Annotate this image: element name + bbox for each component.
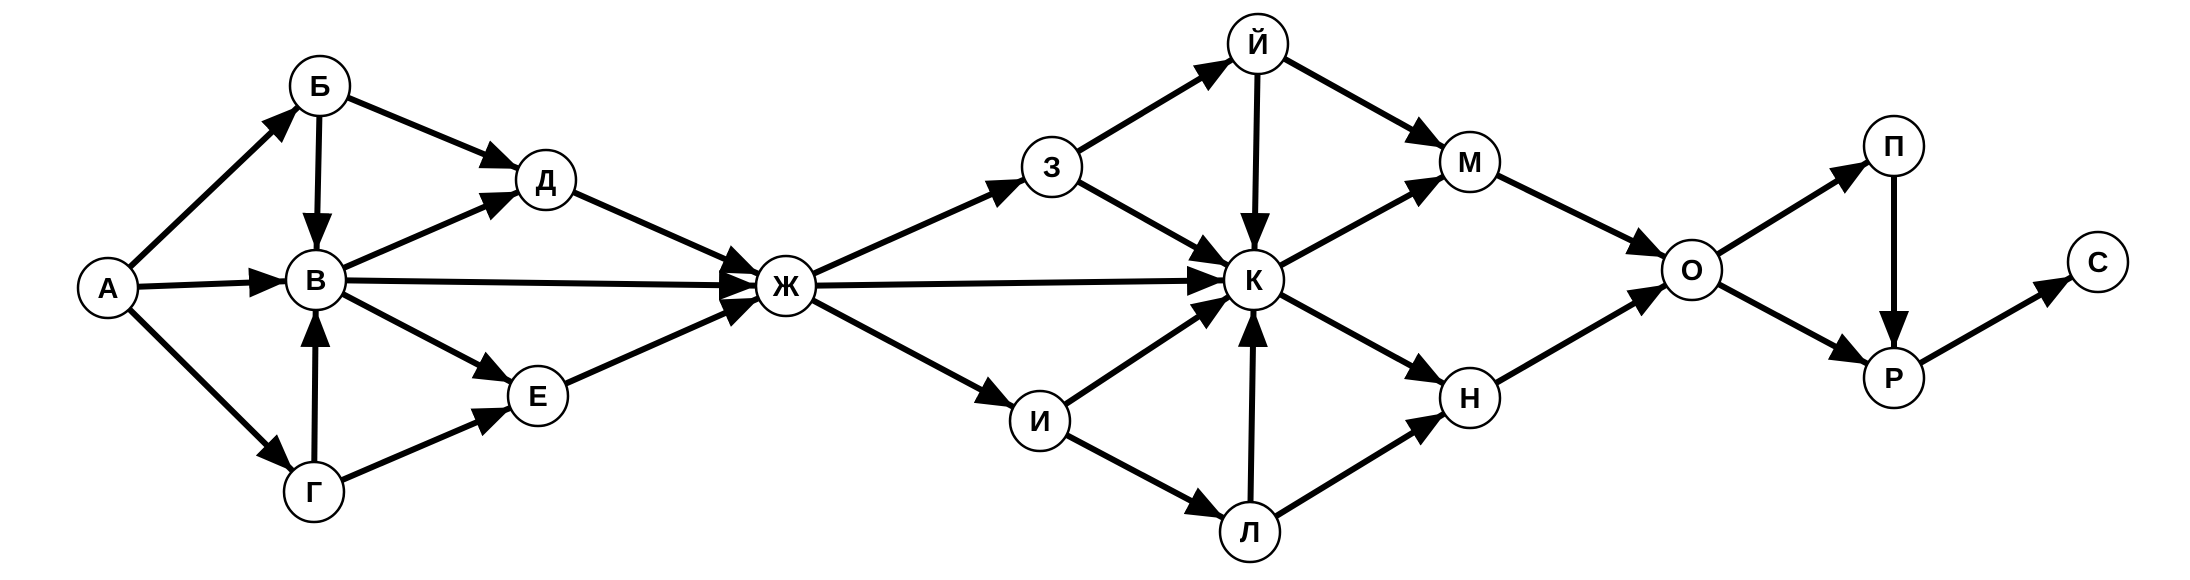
node-r: Р <box>1862 346 1926 410</box>
node-label: Г <box>306 477 322 509</box>
node-label: Д <box>536 165 557 197</box>
edge-i-to-k-arrow <box>1063 294 1230 408</box>
node-circle <box>1438 130 1502 194</box>
edge-z-to-j-arrow <box>1076 57 1234 155</box>
node-label: З <box>1043 152 1061 184</box>
node-circle <box>1222 248 1286 312</box>
edge-g-to-e-arrow <box>340 405 512 483</box>
node-circle <box>284 248 348 312</box>
node-m: М <box>1438 130 1502 194</box>
edge-b-to-d-arrow <box>346 94 520 171</box>
node-j: Й <box>1226 12 1290 76</box>
edge-a-to-g-arrow <box>127 306 295 473</box>
node-label: И <box>1030 406 1051 438</box>
node-z: З <box>1020 135 1084 199</box>
node-circle <box>282 460 346 524</box>
edge-o-to-r-arrow <box>1717 281 1869 367</box>
edge-v-to-zh-arrow <box>345 270 757 301</box>
edge-b-to-v-arrow <box>302 115 333 251</box>
node-k: К <box>1222 248 1286 312</box>
edge-zh-to-i-arrow <box>811 297 1015 410</box>
node-label: Й <box>1248 27 1269 61</box>
edge-i-to-l-arrow <box>1065 432 1225 521</box>
node-circle <box>2066 230 2130 294</box>
node-s: С <box>2066 230 2130 294</box>
edge-j-to-k-arrow <box>1240 73 1271 251</box>
node-e: Е <box>506 364 570 428</box>
edge-o-to-p-arrow <box>1716 159 1870 257</box>
edge-e-to-zh-arrow <box>564 295 760 387</box>
node-zh: Ж <box>754 254 818 318</box>
node-circle <box>1862 114 1926 178</box>
node-circle <box>1438 366 1502 430</box>
node-a: А <box>76 256 140 320</box>
edge-d-to-zh-arrow <box>572 189 760 277</box>
edge-k-to-n-arrow <box>1278 291 1445 386</box>
node-circle <box>288 54 352 118</box>
edge-k-to-m-arrow <box>1278 174 1445 269</box>
node-circle <box>1862 346 1926 410</box>
node-g: Г <box>282 460 346 524</box>
node-o: О <box>1660 238 1724 302</box>
node-circle <box>1226 12 1290 76</box>
node-label: М <box>1458 147 1482 179</box>
node-circle <box>1218 500 1282 564</box>
node-label: Е <box>528 381 547 413</box>
node-label: О <box>1681 255 1704 287</box>
node-l: Л <box>1218 500 1282 564</box>
edge-v-to-d-arrow <box>342 189 520 271</box>
node-label: Л <box>1240 517 1260 549</box>
node-label: С <box>2088 247 2109 279</box>
edge-v-to-e-arrow <box>341 291 513 385</box>
node-b: Б <box>288 54 352 118</box>
node-label: Ж <box>772 271 800 303</box>
edge-zh-to-z-arrow <box>812 176 1026 277</box>
node-circle <box>1008 389 1072 453</box>
edge-z-to-k-arrow <box>1076 178 1229 268</box>
edge-l-to-n-arrow <box>1274 411 1446 519</box>
node-p: П <box>1862 114 1926 178</box>
node-label: В <box>306 265 327 297</box>
node-label: П <box>1884 131 1905 163</box>
edges-layer <box>127 55 2073 521</box>
node-label: К <box>1245 265 1263 297</box>
node-circle <box>514 148 578 212</box>
node-label: Б <box>310 71 331 103</box>
edge-a-to-v-arrow <box>137 267 287 298</box>
node-circle <box>1020 135 1084 199</box>
node-n: Н <box>1438 366 1502 430</box>
edge-l-to-k-arrow <box>1237 309 1268 503</box>
node-d: Д <box>514 148 578 212</box>
node-v: В <box>284 248 348 312</box>
edge-zh-to-k-arrow <box>815 265 1225 296</box>
node-circle <box>506 364 570 428</box>
edge-j-to-m-arrow <box>1282 55 1445 150</box>
edge-a-to-b-arrow <box>127 105 300 270</box>
node-circle <box>76 256 140 320</box>
node-circle <box>1660 238 1724 302</box>
node-label: Р <box>1884 363 1903 395</box>
edge-m-to-o-arrow <box>1495 172 1666 260</box>
node-circle <box>754 254 818 318</box>
node-i: И <box>1008 389 1072 453</box>
nodes-layer: А Б В Г Д Е Ж З И Й К Л М Н О П Р С <box>76 12 2130 564</box>
node-label: Н <box>1460 383 1481 415</box>
edge-n-to-o-arrow <box>1494 282 1667 386</box>
node-label: А <box>98 273 119 305</box>
edge-r-to-s-arrow <box>1918 274 2073 366</box>
edge-g-to-v-arrow <box>300 309 331 463</box>
